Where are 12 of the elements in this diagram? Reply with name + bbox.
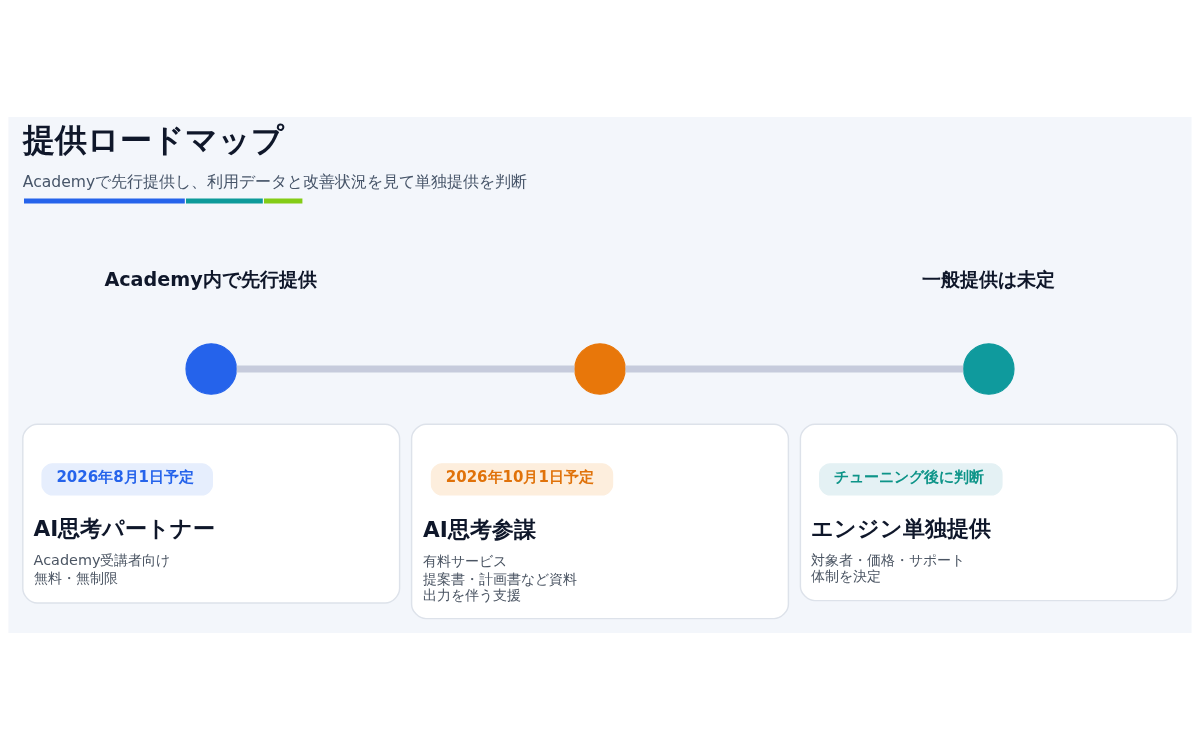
node-box: 2026年10月1日予定 — [430, 463, 614, 496]
node-label: 一般提供は未定 — [921, 267, 1055, 291]
node-label: Academy内で先行提供 — [104, 267, 317, 291]
connector — [236, 365, 575, 373]
node-box: 2026年8月1日予定 — [41, 463, 213, 496]
node-circle — [185, 343, 237, 395]
connector — [625, 365, 964, 373]
caption: Academyで先行提供し、利用データと改善状況を見て単独提供を判断 — [22, 173, 528, 192]
node-circle — [963, 343, 1015, 395]
diagram-title: 提供ロードマップ — [22, 121, 284, 160]
node-box: チューニング後に判断 — [819, 463, 1003, 496]
node-circle — [574, 343, 626, 395]
